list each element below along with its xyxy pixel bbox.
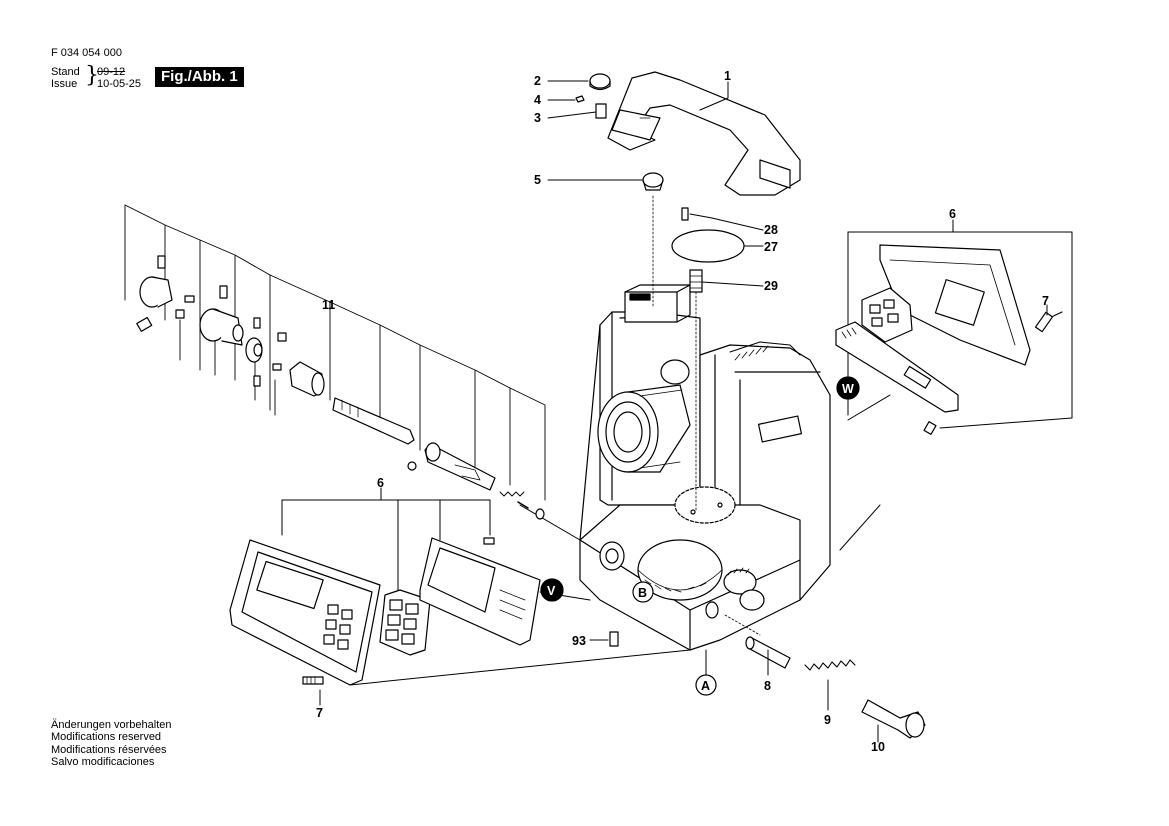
- callout-B: B: [632, 581, 654, 603]
- callout-A-label: A: [701, 679, 710, 693]
- stand-date: 09-12: [97, 66, 126, 78]
- label-part-11: 11: [322, 298, 335, 312]
- document-code: F 034 054 000: [51, 47, 122, 59]
- header-brace: }: [85, 63, 99, 88]
- bushing-base: [642, 179, 664, 191]
- callout-V: V: [540, 578, 564, 602]
- label-part-4: 4: [534, 93, 541, 107]
- grub-screw: [575, 95, 585, 103]
- label-part-10: 10: [871, 740, 885, 754]
- screw-93: [609, 631, 619, 647]
- callout-V-label: V: [547, 584, 556, 598]
- carrying-handle: [607, 71, 801, 196]
- label-part-1: 1: [724, 69, 731, 83]
- cover-disc: [671, 229, 745, 263]
- knob-part-body: [589, 80, 611, 91]
- display-unit-assembly: [229, 499, 691, 686]
- note-en: Modifications reserved: [51, 731, 162, 744]
- callout-B-label: B: [638, 586, 647, 600]
- stand-label: Stand: [51, 66, 80, 78]
- label-part-7-right: 7: [1042, 294, 1049, 308]
- callout-W-label: W: [842, 382, 854, 396]
- label-part-93: 93: [572, 634, 586, 648]
- issue-date: 10-05-25: [97, 78, 142, 90]
- label-part-6-lower: 6: [377, 476, 384, 490]
- note-fr: Modifications réservées: [51, 743, 167, 756]
- figure-title: Fig./Abb. 1: [155, 67, 244, 87]
- knob-part: [589, 73, 611, 89]
- bushing-part: [642, 172, 664, 188]
- label-part-5: 5: [534, 173, 541, 187]
- instrument-body: [519, 284, 891, 651]
- label-part-27: 27: [764, 240, 778, 254]
- label-part-7-left: 7: [316, 706, 323, 720]
- leader-lines: [319, 80, 1048, 743]
- modification-notes: Änderungen vorbehalten Modifications res…: [51, 719, 171, 768]
- clamp-screw-assembly: [724, 614, 926, 739]
- label-part-9: 9: [824, 713, 831, 727]
- small-screw: [681, 207, 689, 221]
- label-part-3: 3: [534, 111, 541, 125]
- note-de: Änderungen vorbehalten: [51, 719, 172, 731]
- note-es: Salvo modificaciones: [51, 755, 155, 768]
- label-part-29: 29: [764, 279, 778, 293]
- right-cover-assembly: [835, 231, 1073, 435]
- label-part-2: 2: [534, 74, 541, 88]
- label-part-6-upper: 6: [949, 207, 956, 221]
- screw-part: [595, 103, 607, 119]
- label-part-28: 28: [764, 223, 778, 237]
- callout-W: W: [836, 376, 860, 400]
- eyepiece-shaft-assembly: [124, 204, 546, 520]
- label-part-8: 8: [764, 679, 771, 693]
- callout-A: A: [695, 674, 717, 696]
- issue-label: Issue: [51, 78, 78, 90]
- cap-screw: [689, 269, 703, 293]
